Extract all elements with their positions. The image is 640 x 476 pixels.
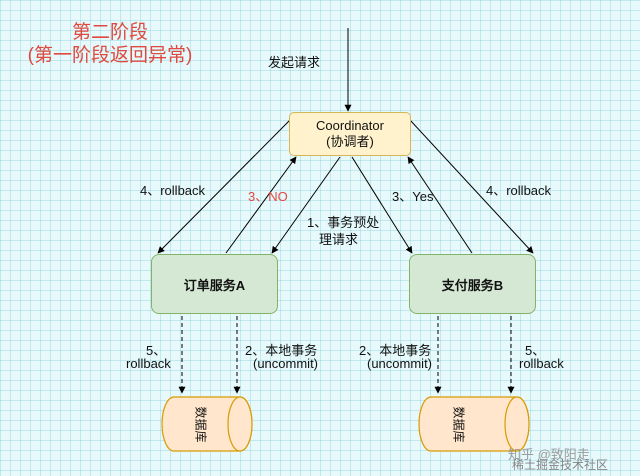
rollback-label-right: 4、rollback [486,183,552,198]
a-rollback-label-line1: 5、 [146,343,167,358]
a-rollback-label-line2: rollback [126,356,171,371]
database-b-label: 数据库 [451,406,466,443]
b-local-tx-label-line2: (uncommit) [367,356,433,371]
watermark-line1: 知乎 @致阳走 [508,447,590,462]
yes-reply-label: 3、Yes [392,189,434,204]
database-a-label: 数据库 [193,406,208,443]
prepare-arrow-to-a [271,156,341,254]
yes-reply-arrow [407,156,473,254]
payment-service-b: 支付服务B [409,254,536,314]
payment-service-b-label: 支付服务B [441,277,504,293]
diagram-title: 第二阶段 [71,22,148,43]
rollback-label-left: 4、rollback [140,183,206,198]
database-b-shape [418,396,530,452]
coordinator-name: Coordinator [316,118,384,133]
prepare-arrow-to-b [351,156,413,254]
order-service-a-label: 订单服务A [183,277,246,293]
prepare-label-line1: 1、事务预处 [307,215,380,230]
b-rollback-label-line2: rollback [519,356,564,371]
b-rollback-label-line1: 5、 [525,343,546,358]
diagram-subtitle: (第一阶段返回异常) [27,45,193,66]
rollback-arrow-to-b [409,119,534,254]
watermark-line2: 稀土掘金技术社区 [512,458,609,472]
prepare-label-line2: 理请求 [319,232,359,247]
coordinator-node: Coordinator (协调者) [289,112,411,156]
coordinator-subtitle: (协调者) [326,134,374,149]
rollback-arrow-to-a [157,119,291,254]
request-label: 发起请求 [268,55,321,70]
order-service-a: 订单服务A [151,254,278,314]
no-reply-arrow [225,156,297,254]
a-local-tx-label-line1: 2、本地事务 [245,343,318,358]
no-reply-label: 3、NO [248,189,288,204]
b-local-tx-label-line1: 2、本地事务 [359,343,432,358]
database-a-shape [161,396,253,452]
a-local-tx-label-line2: (uncommit) [253,356,319,371]
